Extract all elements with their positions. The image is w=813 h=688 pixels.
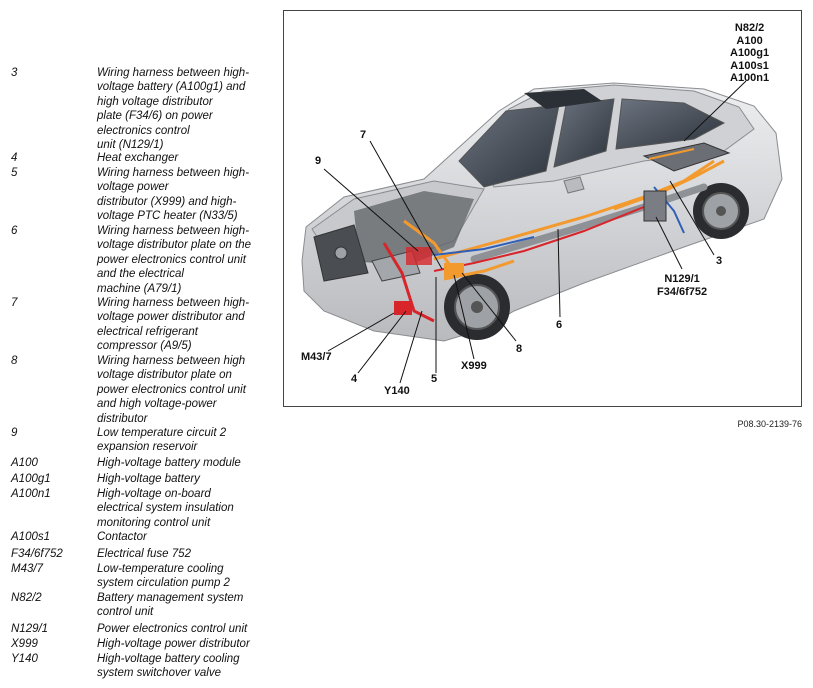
callout-6: 6	[556, 319, 563, 331]
legend-description: Heat exchanger	[97, 152, 179, 164]
legend-description: Wiring harness between high- voltage pow…	[97, 297, 250, 353]
legend-code: 9	[11, 427, 18, 439]
legend-description: Electrical fuse 752	[97, 548, 191, 560]
legend-code: A100g1	[11, 473, 51, 485]
legend-description: Wiring harness between high- voltage pow…	[97, 167, 250, 223]
callout-3: 3	[716, 255, 723, 267]
legend-code: A100s1	[11, 531, 51, 543]
expansion-reservoir	[406, 247, 432, 265]
legend-description: Contactor	[97, 531, 147, 543]
callout-m43-7: M43/7	[301, 351, 332, 363]
figure-reference-number: P08.30-2139-76	[737, 419, 802, 429]
legend-code: A100n1	[11, 488, 51, 500]
legend-code: X999	[11, 638, 38, 650]
leader-y140	[399, 310, 423, 384]
side-window-rear	[615, 98, 726, 150]
hv-power-distributor	[444, 263, 464, 277]
leader-n129	[655, 216, 683, 270]
legend-description: High-voltage on-board electrical system …	[97, 488, 234, 529]
callout-7: 7	[360, 129, 367, 141]
callout-battery-group: N82/2 A100 A100g1 A100s1 A100n1	[730, 22, 770, 84]
legend-code: F34/6f752	[11, 548, 63, 560]
hv-battery-module	[642, 142, 731, 172]
legend-code: 5	[11, 167, 18, 179]
legend-code: N129/1	[11, 623, 49, 635]
legend-code: 6	[11, 225, 18, 237]
legend-code: 8	[11, 355, 18, 367]
cooling-pump	[394, 301, 412, 315]
callout-y140: Y140	[384, 385, 410, 397]
callout-5: 5	[431, 373, 438, 385]
legend-code: N82/2	[11, 592, 42, 604]
legend-code: A100	[11, 457, 38, 469]
callout-8: 8	[516, 343, 523, 355]
power-electronics-unit	[643, 190, 667, 222]
legend-description: High-voltage battery cooling system swit…	[97, 653, 240, 680]
legend-code: Y140	[11, 653, 38, 665]
legend-description: High-voltage battery module	[97, 457, 241, 469]
leader-6	[557, 228, 561, 318]
legend-description: High-voltage power distributor	[97, 638, 250, 650]
star-emblem	[334, 246, 348, 260]
legend-description: Low-temperature cooling system circulati…	[97, 563, 230, 590]
leader-m43	[327, 312, 395, 352]
coolant-line-blue	[433, 236, 535, 256]
leader-battery	[683, 80, 747, 142]
sunroof	[524, 89, 602, 109]
callout-4: 4	[351, 373, 358, 385]
leader-9	[323, 168, 419, 252]
vehicle-illustration	[301, 80, 783, 384]
callout-x999: X999	[461, 360, 487, 372]
legend-description: Wiring harness between high- voltage dis…	[97, 225, 252, 295]
leader-lines	[323, 80, 747, 384]
coolant-line-red	[382, 242, 435, 323]
leader-8	[461, 272, 517, 342]
legend-description: Wiring harness between high voltage dist…	[97, 355, 246, 425]
legend-description: Low temperature circuit 2 expansion rese…	[97, 427, 227, 454]
legend-description: High-voltage battery	[97, 473, 200, 485]
vehicle-illustration-frame: N82/2 A100 A100g1 A100s1 A100n1 7 9 3 N1…	[283, 10, 802, 407]
leader-3	[669, 180, 715, 256]
leader-x999	[453, 274, 475, 360]
windshield	[458, 104, 560, 188]
leader-7	[369, 140, 443, 270]
legend-code: M43/7	[11, 563, 43, 575]
leader-4	[357, 310, 407, 374]
hv-cable-7	[403, 219, 456, 272]
exhaust-tube	[470, 183, 708, 263]
legend-code: 7	[11, 297, 18, 309]
callout-9: 9	[315, 155, 322, 167]
callout-n129-f34: N129/1 F34/6f752	[657, 273, 708, 298]
hv-cable-3	[613, 159, 725, 211]
legend-list: 3 Wiring harness between high- voltage b…	[0, 0, 275, 688]
legend-code: 4	[11, 152, 18, 164]
legend-description: Power electronics control unit	[97, 623, 248, 635]
legend-description: Wiring harness between high- voltage bat…	[97, 67, 250, 152]
side-mirror	[563, 176, 585, 194]
hv-cable-6	[433, 159, 715, 261]
legend-code: 3	[11, 67, 18, 79]
legend-description: Battery management system control unit	[97, 592, 244, 619]
